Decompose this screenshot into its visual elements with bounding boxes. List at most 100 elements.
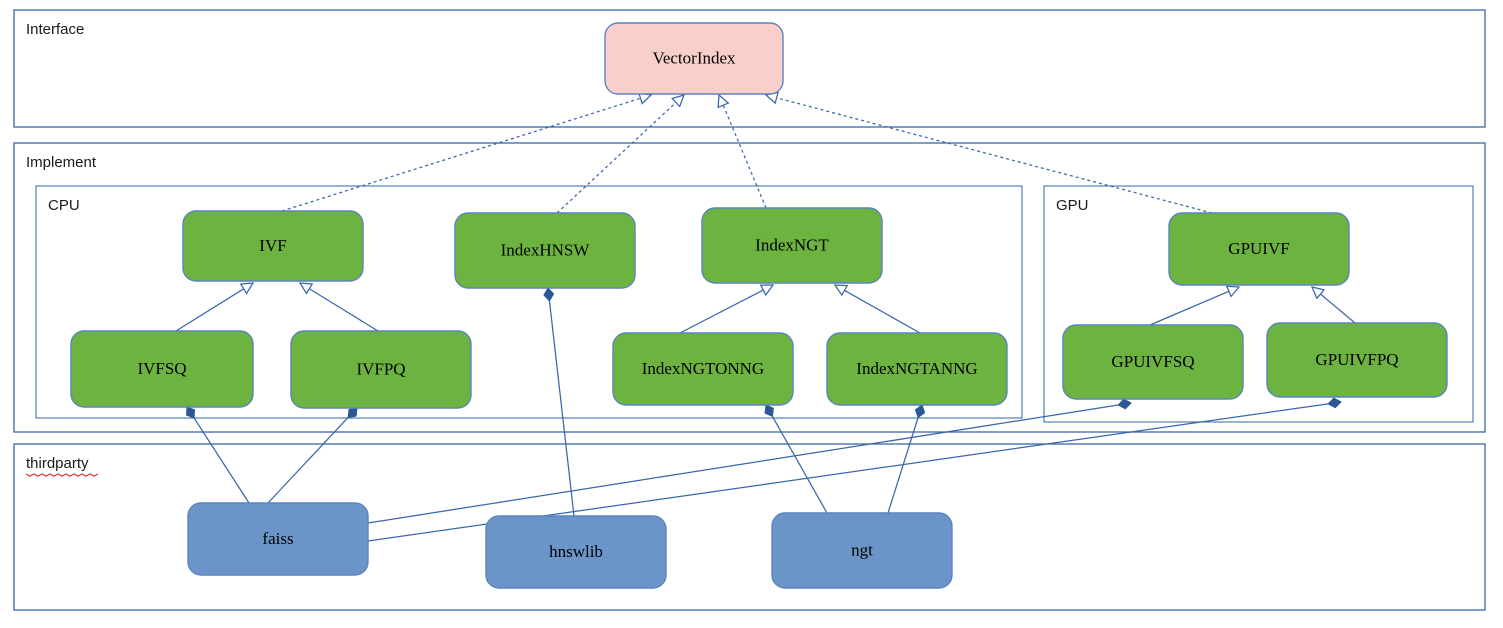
filled-diamond-composition-icon [1327, 397, 1342, 409]
class-node-box-gpuivf[interactable] [1168, 212, 1350, 286]
class-node-ivfpq[interactable]: IVFPQ [290, 330, 472, 409]
edge-line-ivfsq-ivf [175, 288, 244, 332]
group-label-implement: Implement [26, 154, 97, 171]
class-node-ivfsq[interactable]: IVFSQ [70, 330, 254, 408]
hollow-triangle-arrowhead-icon [298, 282, 314, 295]
class-node-label-indexngtanng: IndexNGTANNG [856, 359, 977, 378]
edge-ivfsq-ivf [175, 282, 255, 332]
class-node-label-gpuivfpq: GPUIVFPQ [1315, 350, 1398, 369]
class-node-label-gpuivf: GPUIVF [1228, 239, 1289, 258]
class-node-box-indexngtanng[interactable] [826, 332, 1008, 406]
edge-line-indexngt-vectorindex [722, 104, 767, 209]
edge-gpuivf-vectorindex [764, 91, 1213, 214]
class-node-label-ivf: IVF [259, 236, 286, 255]
edge-ivfpq-ivf [298, 282, 379, 332]
group-implement: Implement [13, 142, 1486, 433]
class-node-gpuivf[interactable]: GPUIVF [1168, 212, 1350, 286]
filled-diamond-composition-icon [347, 407, 358, 419]
class-node-box-ngt[interactable] [771, 512, 953, 589]
class-node-vectorindex[interactable]: VectorIndex [604, 22, 784, 95]
class-node-box-indexngtonng[interactable] [612, 332, 794, 406]
class-node-hnswlib[interactable]: hnswlib [485, 515, 667, 589]
group-border-thirdparty [13, 443, 1486, 611]
group-label-cpu: CPU [48, 197, 80, 214]
class-node-label-ivfpq: IVFPQ [356, 359, 405, 378]
relationship-edges [175, 91, 1356, 542]
class-node-indexngtanng[interactable]: IndexNGTANNG [826, 332, 1008, 406]
group-label-interface: Interface [26, 21, 84, 38]
edge-indexngtonng-ngt [764, 404, 828, 514]
group-cpu: CPU [35, 185, 1023, 419]
edge-line-ivf-vectorindex [281, 97, 641, 212]
hollow-triangle-arrowhead-icon [239, 282, 255, 295]
class-node-indexngt[interactable]: IndexNGT [701, 207, 883, 284]
class-node-label-vectorindex: VectorIndex [652, 48, 736, 67]
hollow-triangle-arrowhead-icon [717, 93, 730, 109]
group-label-thirdparty: thirdparty [26, 455, 89, 472]
class-node-box-gpuivfpq[interactable] [1266, 322, 1448, 398]
edge-gpuivfsq-gpuivf [1149, 285, 1241, 326]
class-node-box-ivf[interactable] [182, 210, 364, 282]
class-node-label-ngt: ngt [851, 540, 873, 559]
filled-diamond-composition-icon [185, 406, 196, 419]
hollow-triangle-arrowhead-icon [759, 284, 775, 297]
filled-diamond-composition-icon [543, 287, 555, 302]
class-node-box-ivfpq[interactable] [290, 330, 472, 409]
class-node-box-vectorindex[interactable] [604, 22, 784, 95]
class-node-faiss[interactable]: faiss [187, 502, 369, 576]
group-gpu: GPU [1043, 185, 1474, 423]
edge-line-gpuivfsq-faiss [367, 404, 1119, 524]
edge-line-indexngtanng-ngt [887, 417, 919, 514]
group-label-gpu: GPU [1056, 197, 1089, 214]
class-node-box-ivfsq[interactable] [70, 330, 254, 408]
edge-ivfpq-faiss [267, 407, 358, 504]
class-node-indexngtonng[interactable]: IndexNGTONNG [612, 332, 794, 406]
edge-line-ivfpq-faiss [267, 417, 349, 504]
spellcheck-underline-icon [25, 473, 99, 477]
filled-diamond-composition-icon [1117, 398, 1132, 410]
edge-line-indexngtanng-indexngt [844, 289, 921, 334]
class-node-label-faiss: faiss [262, 529, 293, 548]
edge-line-gpuivfsq-gpuivf [1149, 290, 1230, 326]
hollow-triangle-arrowhead-icon [1225, 285, 1241, 298]
class-node-box-indexhnsw[interactable] [454, 212, 636, 289]
hollow-triangle-arrowhead-icon [1310, 286, 1326, 300]
edge-indexngtanng-ngt [887, 404, 926, 514]
edge-indexhnsw-vectorindex [556, 94, 686, 214]
group-thirdparty: thirdparty [13, 443, 1486, 611]
edge-gpuivfpq-gpuivf [1310, 286, 1356, 324]
class-node-box-indexngt[interactable] [701, 207, 883, 284]
edge-line-gpuivfpq-gpuivf [1320, 293, 1356, 324]
edge-indexngt-vectorindex [717, 93, 767, 209]
edge-line-indexhnsw-hnswlib [548, 300, 575, 517]
class-node-box-gpuivfsq[interactable] [1062, 324, 1244, 400]
class-node-ngt[interactable]: ngt [771, 512, 953, 589]
class-node-label-gpuivfsq: GPUIVFSQ [1111, 352, 1194, 371]
class-node-label-indexngtonng: IndexNGTONNG [642, 359, 764, 378]
group-border-cpu [35, 185, 1023, 419]
edge-indexngtonng-indexngt [679, 284, 775, 334]
edge-line-indexngtonng-ngt [771, 416, 828, 514]
hollow-triangle-arrowhead-icon [671, 94, 686, 108]
hollow-triangle-arrowhead-icon [833, 284, 849, 297]
filled-diamond-composition-icon [914, 404, 926, 419]
group-border-implement [13, 142, 1486, 433]
edge-line-ivfsq-faiss [193, 417, 250, 504]
class-node-gpuivfpq[interactable]: GPUIVFPQ [1266, 322, 1448, 398]
class-node-gpuivfsq[interactable]: GPUIVFSQ [1062, 324, 1244, 400]
edge-indexhnsw-hnswlib [543, 287, 575, 517]
edge-ivf-vectorindex [281, 92, 653, 212]
edge-line-gpuivf-vectorindex [776, 97, 1213, 214]
class-node-indexhnsw[interactable]: IndexHNSW [454, 212, 636, 289]
class-node-box-faiss[interactable] [187, 502, 369, 576]
class-node-ivf[interactable]: IVF [182, 210, 364, 282]
class-node-box-hnswlib[interactable] [485, 515, 667, 589]
group-interface: Interface [13, 9, 1486, 128]
class-node-label-hnswlib: hnswlib [549, 542, 603, 561]
edge-ivfsq-faiss [185, 406, 250, 504]
edge-line-indexngtonng-indexngt [679, 289, 764, 334]
edge-indexngtanng-indexngt [833, 284, 921, 334]
